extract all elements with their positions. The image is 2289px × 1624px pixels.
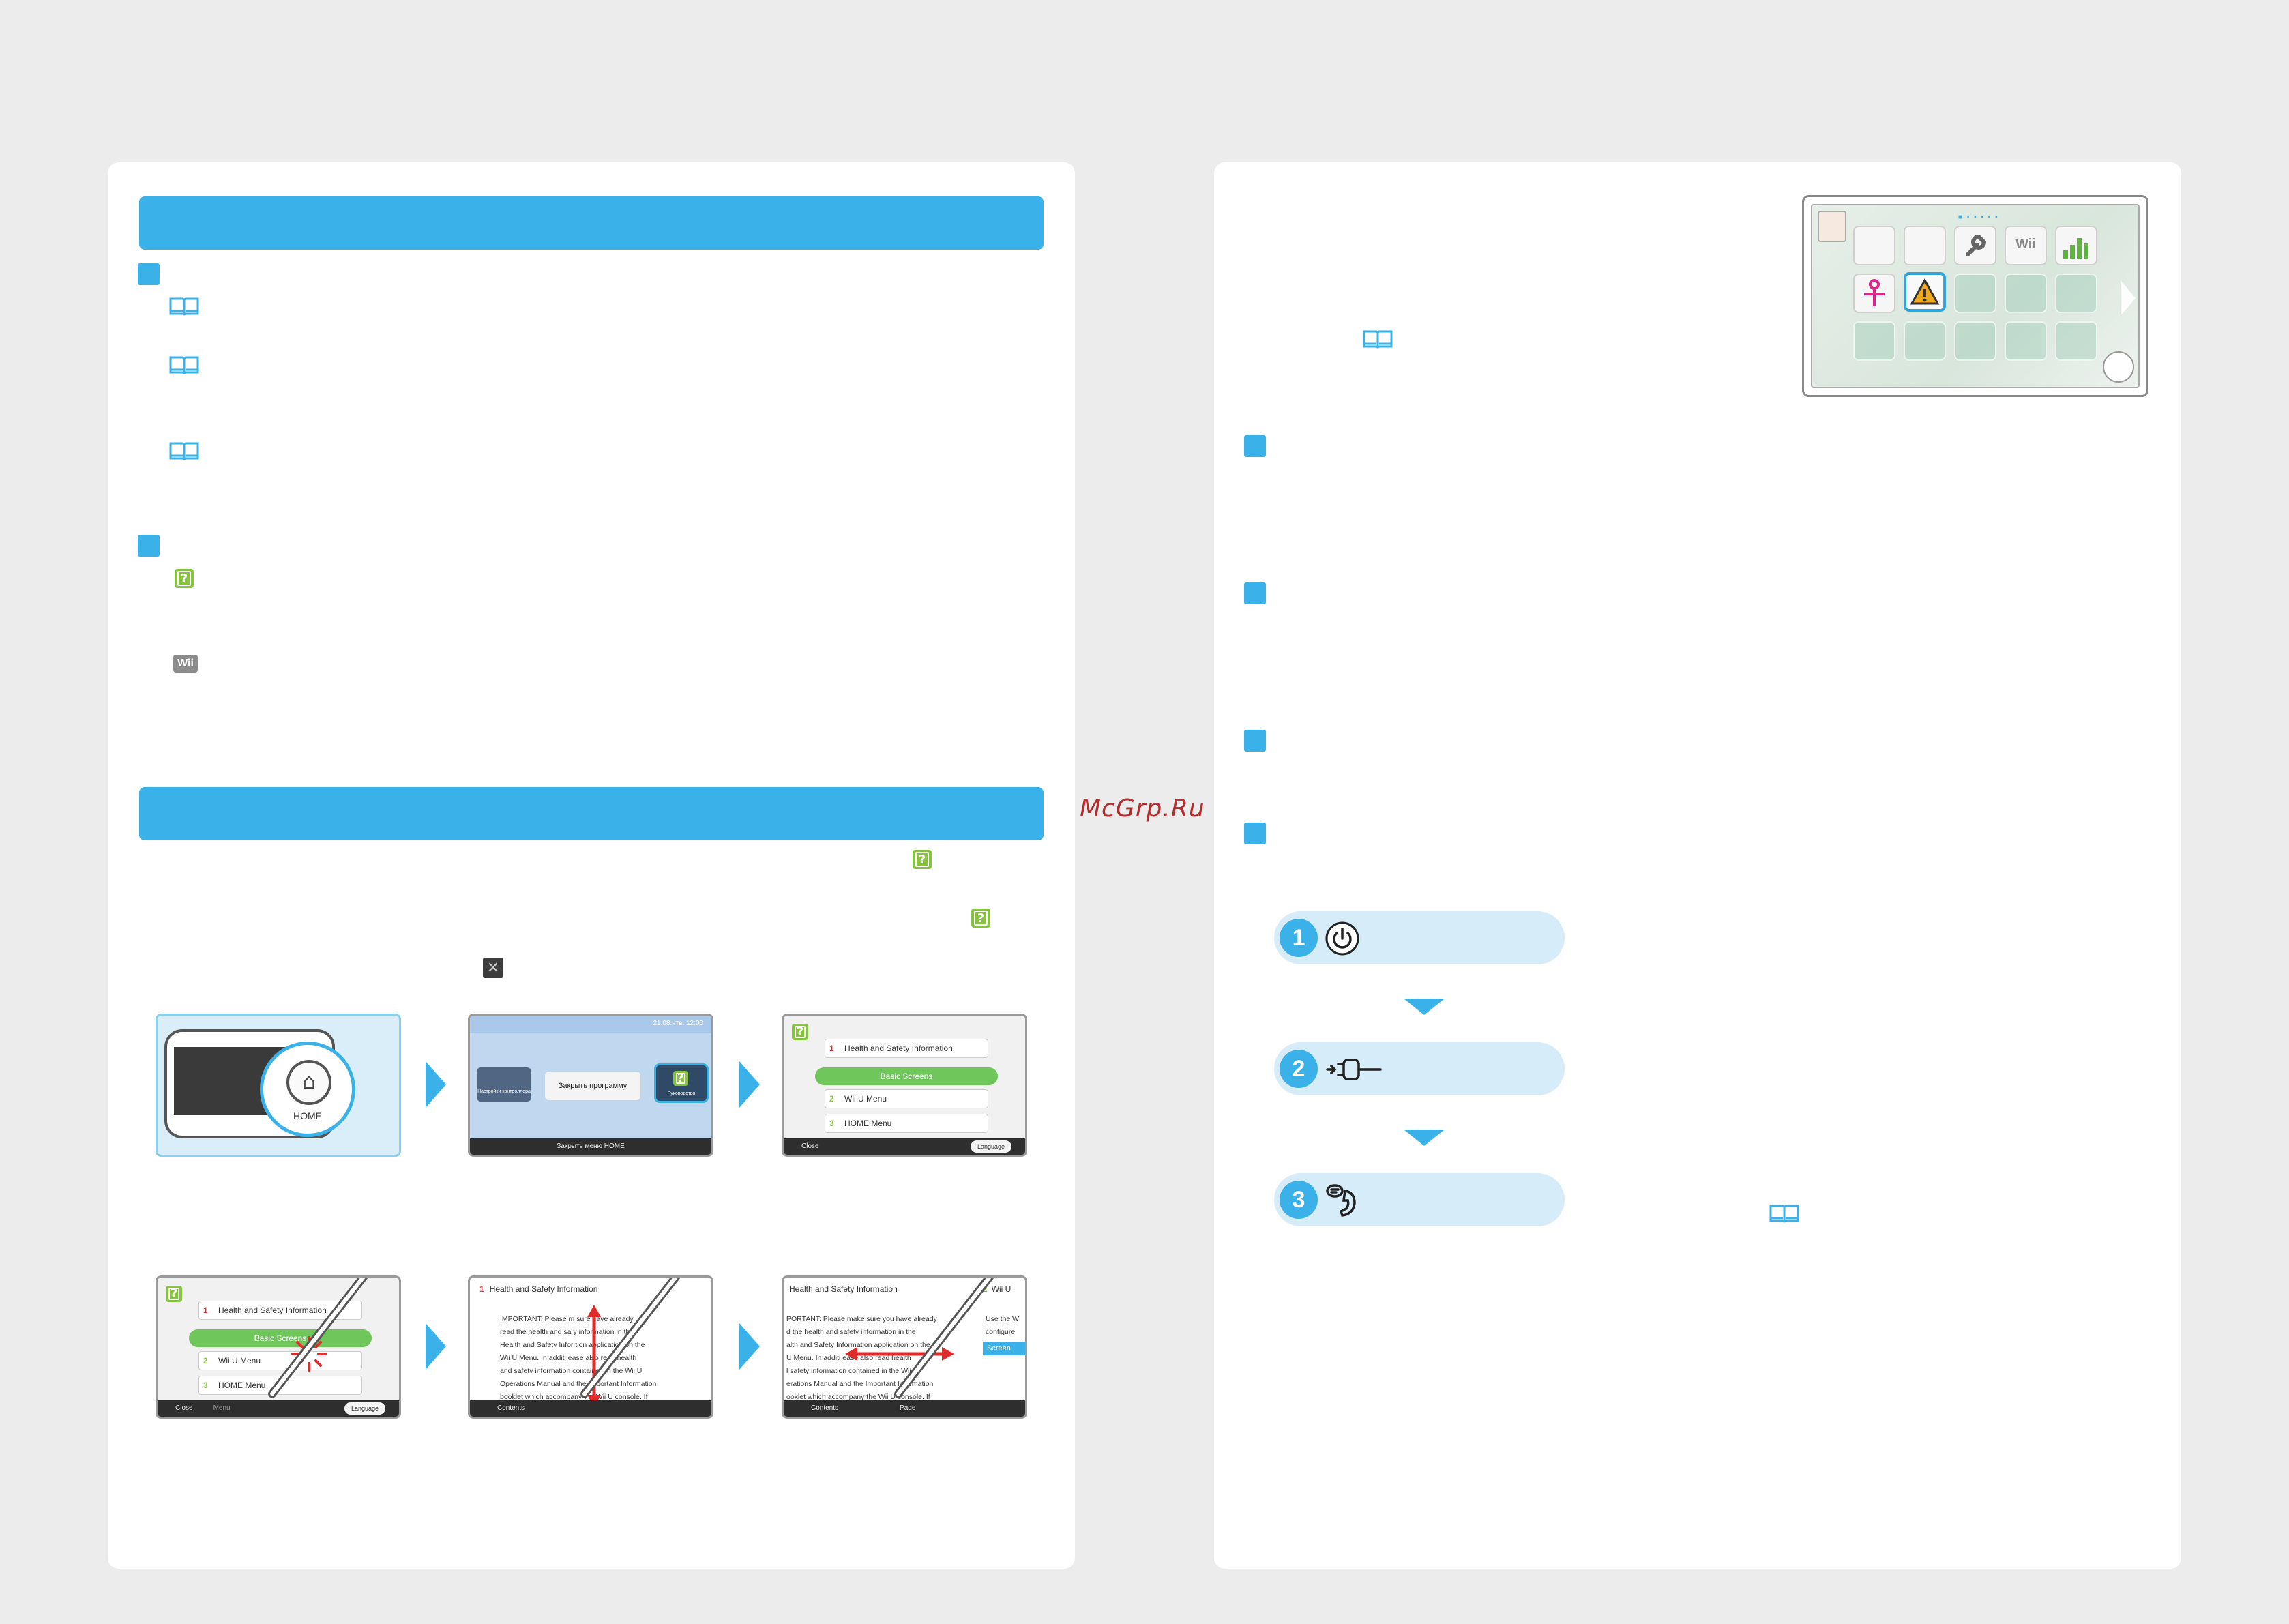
arrow-down-icon [1404, 1130, 1445, 1146]
wiiu-menu-screenshot: ■ ▪ ▪ ▪ ▪ ▪ Wii [1802, 195, 2148, 397]
wii-icon: Wii [173, 655, 198, 673]
step-number: 3 [1280, 1181, 1318, 1219]
home-icon [286, 1060, 331, 1105]
manual-tile: ? Руководство [654, 1063, 709, 1103]
gamepad-home-thumbnail: HOME [156, 1014, 401, 1157]
phone-support-icon [1326, 1184, 1356, 1217]
arrow-right-icon [426, 1061, 446, 1108]
plug-icon [1326, 1059, 1382, 1080]
next-page-arrow-icon [2121, 280, 2136, 316]
doc-bottom-bar: Contents [470, 1400, 711, 1417]
parental-controls-icon [1853, 274, 1895, 313]
step-number: 1 [1280, 919, 1318, 957]
watermark: McGrp.Ru [1080, 795, 1205, 823]
home-menu-thumbnail: 21.08.чтв. 12:00 Настройки контроллера З… [468, 1014, 713, 1157]
flower-app-icon [1853, 226, 1895, 265]
help-icon: ? [913, 850, 932, 869]
step-2-pill: 2 [1274, 1042, 1565, 1095]
book-icon [1769, 1205, 1799, 1223]
power-icon [1325, 921, 1359, 956]
right-page: ■ ▪ ▪ ▪ ▪ ▪ Wii [1214, 162, 2181, 1569]
wii-menu-icon: Wii [2005, 226, 2047, 265]
home-menu-top-bar [470, 1016, 711, 1033]
clock-readout: 21.08.чтв. 12:00 [653, 1020, 704, 1027]
mii-avatar-icon [1818, 211, 1846, 242]
doc-heading: Health and Safety Information [789, 1284, 898, 1294]
empty-tile [2055, 321, 2097, 361]
home-label: HOME [293, 1110, 322, 1121]
mii-maker-icon [1904, 226, 1946, 265]
empty-tile [2005, 274, 2047, 313]
section-square-marker [1244, 435, 1266, 457]
language-button: Language [344, 1402, 385, 1415]
step-number: 2 [1280, 1050, 1318, 1088]
help-icon: ? [166, 1286, 182, 1302]
section-square-marker [1244, 582, 1266, 604]
help-icon: ? [971, 909, 990, 928]
section-square-marker [1244, 823, 1266, 844]
book-icon [169, 356, 199, 374]
book-icon [169, 442, 199, 460]
help-icon: ? [792, 1024, 808, 1040]
next-page-text: Use the W configure [986, 1315, 1020, 1336]
section-header-bar [139, 196, 1044, 250]
home-button-zoom: HOME [260, 1042, 355, 1137]
wiiu-menu-screen: ■ ▪ ▪ ▪ ▪ ▪ Wii [1811, 204, 2140, 388]
step-1-pill: 1 [1274, 911, 1565, 964]
section-square-marker [1244, 730, 1266, 752]
arrow-right-icon [739, 1061, 760, 1108]
switch-screen-icon [2103, 351, 2134, 383]
help-icon: ? [673, 1071, 688, 1086]
manual-label: Руководство [667, 1091, 696, 1096]
menu-item-basic-screens: Basic Screens [189, 1329, 372, 1347]
left-page: ? Wii ? ? ✕ HOME 21.08.чтв. 12:00 Настро… [108, 162, 1075, 1569]
arrow-right-icon [426, 1323, 446, 1370]
arrow-right-icon [739, 1323, 760, 1370]
language-button: Language [970, 1140, 1011, 1153]
home-menu-footer: Закрыть меню HOME [470, 1138, 711, 1155]
menu-item-basic-screens: Basic Screens [815, 1067, 998, 1085]
book-icon [1363, 330, 1393, 349]
empty-tile [1954, 274, 1996, 313]
close-x-icon: ✕ [483, 958, 503, 978]
section-square-marker [138, 263, 160, 285]
empty-tile [1904, 321, 1946, 361]
health-safety-warning-icon [1904, 272, 1946, 312]
section-header-bar [139, 787, 1044, 840]
empty-tile [2005, 321, 2047, 361]
book-icon [169, 297, 199, 316]
next-page-tag: Screen [983, 1342, 1025, 1355]
step-3-pill: 3 [1274, 1173, 1565, 1226]
help-icon: ? [175, 569, 194, 588]
controller-settings-tile: Настройки контроллера [477, 1067, 531, 1102]
wrench-settings-icon [1954, 226, 1996, 265]
section-square-marker [138, 535, 160, 557]
close-program-button: Закрыть программу [545, 1072, 640, 1100]
empty-tile [2055, 274, 2097, 313]
empty-tile [1853, 321, 1895, 361]
empty-tile [1954, 321, 1996, 361]
page-dots: ■ ▪ ▪ ▪ ▪ ▪ [1958, 213, 1999, 221]
arrow-down-icon [1404, 999, 1445, 1015]
activity-log-icon [2055, 226, 2097, 265]
